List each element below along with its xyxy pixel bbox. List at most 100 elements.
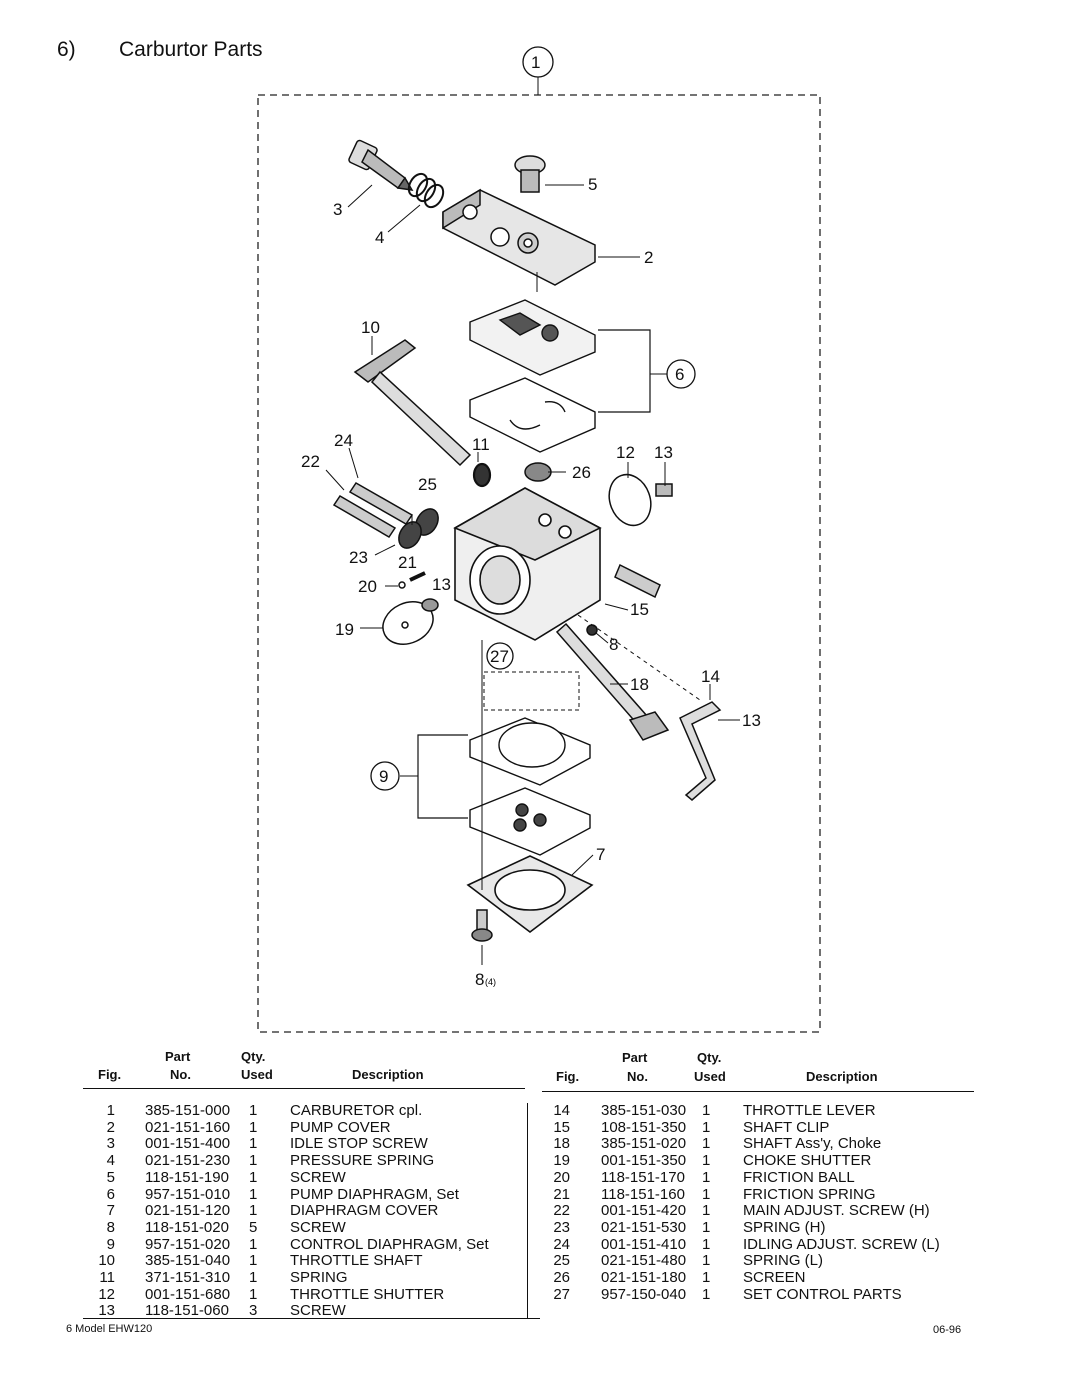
cell-qty: 1 — [249, 1252, 258, 1270]
callout-label-24: 24 — [334, 431, 353, 450]
cell-part: 957-150-040 — [601, 1285, 687, 1303]
cell-part: 021-151-230 — [145, 1152, 231, 1170]
callout-label-23: 23 — [349, 548, 368, 567]
cell-part: 385-151-000 — [145, 1102, 231, 1119]
bottom-rule — [83, 1318, 540, 1319]
pump-cover-part — [442, 188, 596, 286]
section-number: 6) — [57, 38, 76, 61]
cell-fig: 20 — [553, 1168, 570, 1186]
friction-ball-spring-part — [398, 571, 426, 589]
cell-fig: 12 — [98, 1285, 115, 1303]
cell-desc: SPRING (L) — [743, 1252, 824, 1270]
callout-label-11: 11 — [472, 435, 490, 454]
cell-part: 957-151-020 — [145, 1235, 231, 1253]
cell-qty: 1 — [702, 1185, 711, 1203]
cell-fig: 19 — [553, 1152, 570, 1170]
cell-desc: SCREW — [290, 1302, 346, 1320]
cell-fig: 11 — [99, 1269, 115, 1286]
choke-shaft-part — [555, 622, 670, 741]
cell-qty: 1 — [702, 1285, 711, 1303]
callout-label-20: 20 — [358, 577, 377, 596]
callout-label-19: 19 — [335, 620, 354, 639]
callout-label-13: 13 — [654, 443, 673, 462]
cell-desc: SET CONTROL PARTS — [743, 1285, 902, 1303]
cell-fig: 3 — [106, 1135, 115, 1153]
callout-label-26: 26 — [572, 463, 591, 482]
header-rule-left — [83, 1088, 525, 1089]
callout-label-8: 8 — [609, 635, 618, 654]
cell-desc: FRICTION BALL — [743, 1168, 855, 1186]
cell-qty: 1 — [702, 1152, 711, 1170]
pressure-spring-part — [407, 172, 445, 209]
cell-desc: PUMP COVER — [290, 1118, 391, 1136]
callout-label-25: 25 — [418, 475, 437, 494]
cell-part: 001-151-680 — [145, 1285, 231, 1303]
cell-desc: SCREW — [290, 1168, 346, 1186]
bracket-6 — [598, 329, 651, 413]
cell-qty: 1 — [249, 1202, 258, 1220]
callout-label-22: 22 — [301, 452, 320, 471]
header-no-left: No. — [170, 1067, 191, 1082]
callout-label-7: 7 — [596, 845, 605, 864]
cell-desc: CONTROL DIAPHRAGM, Set — [290, 1235, 489, 1253]
screen-26-part — [524, 462, 552, 482]
header-part-left: Part — [165, 1049, 191, 1064]
cell-part: 001-151-400 — [145, 1135, 231, 1153]
cell-qty: 5 — [249, 1218, 258, 1236]
cell-qty: 1 — [249, 1135, 258, 1153]
header-no-right: No. — [627, 1069, 648, 1084]
cell-fig: 9 — [106, 1235, 115, 1253]
callout-label-18: 18 — [630, 675, 649, 694]
cell-qty: 1 — [702, 1252, 711, 1270]
cell-qty: 1 — [702, 1202, 711, 1220]
cell-qty: 1 — [702, 1269, 711, 1286]
cell-desc: IDLING ADJUST. SCREW (L) — [743, 1235, 940, 1253]
cell-part: 001-151-420 — [601, 1202, 687, 1220]
pump-diaphragm-set-part — [469, 299, 596, 453]
header-qty-right: Qty. — [697, 1050, 722, 1065]
cell-fig: 21 — [553, 1185, 570, 1203]
cell-desc: SHAFT CLIP — [743, 1118, 830, 1136]
cell-qty: 1 — [702, 1218, 711, 1236]
cell-desc: THROTTLE LEVER — [743, 1102, 876, 1119]
header-qty-left: Qty. — [241, 1049, 266, 1064]
cell-qty: 1 — [249, 1285, 258, 1303]
callout-label-2: 2 — [644, 248, 653, 267]
cell-qty: 1 — [702, 1135, 711, 1153]
cell-part: 021-151-160 — [145, 1118, 231, 1136]
cell-desc: MAIN ADJUST. SCREW (H) — [743, 1202, 930, 1220]
cell-desc: DIAPHRAGM COVER — [290, 1202, 439, 1220]
throttle-shaft-part — [353, 339, 472, 467]
cell-qty: 1 — [249, 1269, 258, 1286]
callout-label-9: 9 — [379, 767, 388, 786]
bracket-9 — [417, 734, 468, 819]
cell-desc: SHAFT Ass'y, Choke — [743, 1135, 882, 1153]
cell-fig: 10 — [98, 1252, 115, 1270]
carburetor-exploded-diagram: 1 2 3 4 5 6 7 8 9 10 11 12 13 13 13 14 1… — [257, 46, 821, 1033]
cell-fig: 18 — [553, 1135, 570, 1153]
cell-part: 108-151-350 — [601, 1118, 687, 1136]
cell-part: 021-151-530 — [601, 1218, 687, 1236]
callout-circle-6 — [666, 359, 696, 389]
adjust-screws-part — [332, 482, 439, 549]
cell-fig: 13 — [98, 1302, 115, 1320]
cell-part: 021-151-480 — [601, 1252, 687, 1270]
cell-part: 001-151-350 — [601, 1152, 687, 1170]
throttle-shutter-part — [608, 473, 673, 527]
cell-qty: 1 — [702, 1118, 711, 1136]
cell-qty: 1 — [249, 1185, 258, 1203]
callout-quantity-note: (4) — [485, 977, 496, 987]
callout-label-6: 6 — [675, 365, 684, 384]
cell-desc: PRESSURE SPRING — [290, 1152, 435, 1170]
header-fig-left: Fig. — [98, 1067, 122, 1082]
cell-fig: 7 — [106, 1202, 115, 1220]
callout-label-15: 15 — [630, 600, 649, 619]
column-divider — [527, 1103, 528, 1319]
cell-fig: 2 — [106, 1118, 115, 1136]
cell-fig: 1 — [106, 1102, 115, 1119]
callout-label-12: 12 — [616, 443, 635, 462]
cell-fig: 5 — [106, 1168, 115, 1186]
cell-part: 118-151-060 — [145, 1302, 229, 1320]
header-fig-right: Fig. — [556, 1069, 580, 1084]
footer-model: 6 Model EHW120 — [66, 1323, 153, 1335]
